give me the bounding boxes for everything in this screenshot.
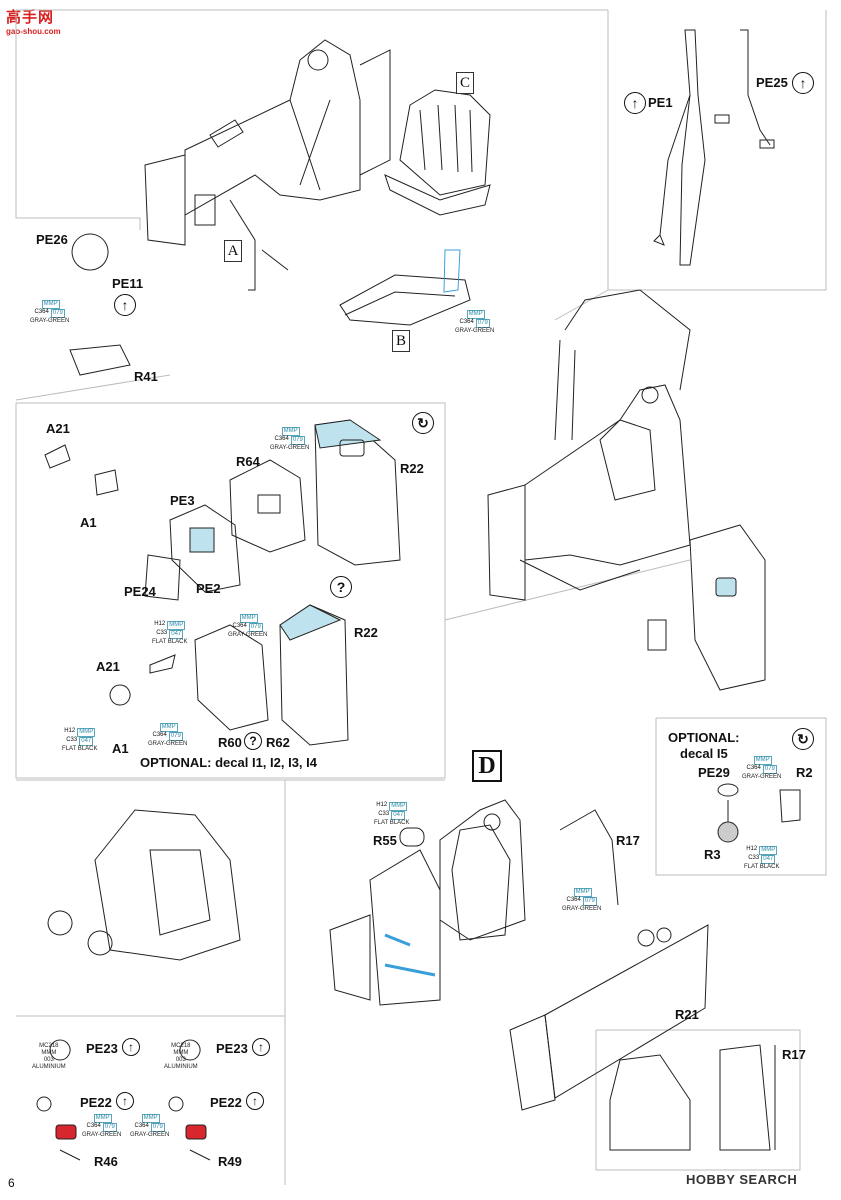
label-r22-top: R22 bbox=[400, 461, 424, 476]
floor-drawing bbox=[339, 249, 471, 326]
label-r46: R46 bbox=[94, 1154, 118, 1169]
label-pe24: PE24 bbox=[124, 584, 156, 599]
arrow-up-icon: ↑ bbox=[122, 1038, 140, 1056]
arrow-up-icon: ↑ bbox=[246, 1092, 264, 1110]
step-box-a: A bbox=[224, 240, 242, 262]
arrow-up-icon: ↑ bbox=[114, 294, 136, 316]
assembled-cockpit-drawing bbox=[487, 289, 766, 691]
paint-callout-aluminium: MC218 MMM 003 ALUMINIUM bbox=[32, 1043, 66, 1070]
label-r62: R62 bbox=[266, 735, 290, 750]
step-box-c: C bbox=[456, 72, 474, 94]
arrow-up-icon: ↑ bbox=[252, 1038, 270, 1056]
label-r22-mid: R22 bbox=[354, 625, 378, 640]
label-r64: R64 bbox=[236, 454, 260, 469]
label-pe25: PE25 bbox=[756, 75, 788, 90]
label-pe3: PE3 bbox=[170, 493, 195, 508]
label-r55: R55 bbox=[373, 833, 397, 848]
label-r49: R49 bbox=[218, 1154, 242, 1169]
label-pe29: PE29 bbox=[698, 765, 730, 780]
label-a21-mid: A21 bbox=[96, 659, 120, 674]
rotate-icon: ↻ bbox=[412, 412, 434, 434]
rotate-icon: ↻ bbox=[792, 728, 814, 750]
optional-r2-drawing bbox=[717, 783, 801, 843]
label-pe11: PE11 bbox=[112, 276, 144, 291]
belts-drawing bbox=[653, 29, 775, 266]
label-a1-top: A1 bbox=[80, 515, 97, 530]
optional-decal-note: OPTIONAL: decal I1, I2, I3, I4 bbox=[140, 755, 317, 770]
label-a21-top: A21 bbox=[46, 421, 70, 436]
main-cockpit-frame-drawing bbox=[144, 39, 391, 291]
panel-e-drawing bbox=[36, 809, 241, 1161]
label-pe26: PE26 bbox=[36, 232, 68, 247]
label-pe22-right: PE22 bbox=[210, 1095, 242, 1110]
question-icon: ? bbox=[244, 732, 262, 750]
label-a1-mid: A1 bbox=[112, 741, 129, 756]
logo-sub-text: gao-shou.com bbox=[6, 27, 61, 36]
panel-d-drawing bbox=[329, 799, 709, 1111]
watermark: HOBBY SEARCH bbox=[686, 1172, 798, 1187]
label-r60: R60 bbox=[218, 735, 242, 750]
label-pe23-right: PE23 bbox=[216, 1041, 248, 1056]
panel-c-drawings bbox=[44, 233, 401, 746]
page-number: 6 bbox=[8, 1176, 15, 1190]
logo-main-text: 高手网 bbox=[6, 9, 55, 26]
step-box-b: B bbox=[392, 330, 410, 352]
step-box-d: D bbox=[472, 750, 502, 782]
site-logo: 高手网 gao-shou.com bbox=[6, 6, 68, 36]
label-r41: R41 bbox=[134, 369, 158, 384]
arrow-up-icon: ↑ bbox=[624, 92, 646, 114]
optional-decal-i5: decal I5 bbox=[680, 746, 728, 761]
label-r2: R2 bbox=[796, 765, 813, 780]
label-r17-mid: R17 bbox=[616, 833, 640, 848]
label-pe1: PE1 bbox=[648, 95, 673, 110]
seat-drawing bbox=[384, 89, 491, 216]
detail-r17-drawing bbox=[609, 1044, 776, 1151]
paint-callout-aluminium: MC218 MMM 003 ALUMINIUM bbox=[164, 1043, 198, 1070]
label-r21: R21 bbox=[675, 1007, 699, 1022]
question-icon: ? bbox=[330, 576, 352, 598]
label-pe23-left: PE23 bbox=[86, 1041, 118, 1056]
label-r17-bot: R17 bbox=[782, 1047, 806, 1062]
label-pe22-left: PE22 bbox=[80, 1095, 112, 1110]
arrow-up-icon: ↑ bbox=[792, 72, 814, 94]
arrow-up-icon: ↑ bbox=[116, 1092, 134, 1110]
label-pe2: PE2 bbox=[196, 581, 221, 596]
optional-title: OPTIONAL: bbox=[668, 730, 740, 745]
label-r3: R3 bbox=[704, 847, 721, 862]
